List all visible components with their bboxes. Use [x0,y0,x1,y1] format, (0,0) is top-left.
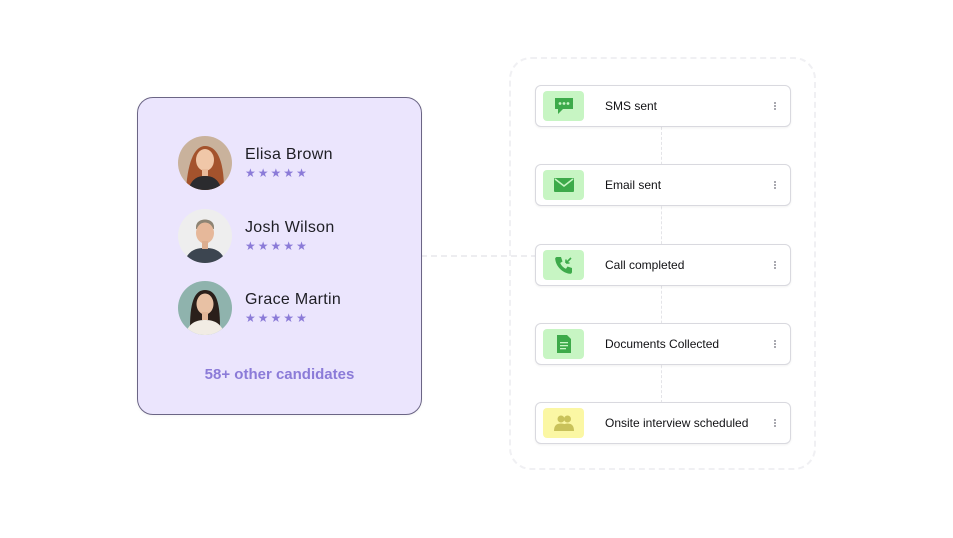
people-icon [543,408,584,438]
candidates-card: Elisa Brown ★ ★ ★ ★ ★ [137,97,422,415]
step-label: SMS sent [605,99,658,113]
star-icon: ★ [245,166,256,180]
kebab-menu-icon[interactable] [769,181,781,189]
star-icon: ★ [257,239,269,253]
candidate-item[interactable]: Josh Wilson ★ ★ ★ ★ ★ [178,209,335,263]
avatar [178,136,232,190]
star-icon: ★ [270,311,282,325]
workflow-step-call[interactable]: Call completed [535,244,791,286]
workflow-step-documents[interactable]: Documents Collected [535,323,791,365]
more-candidates-link[interactable]: 58+ other candidates [204,366,355,383]
workflow-step-sms[interactable]: SMS sent [535,85,791,127]
star-icon: ★ [283,311,295,325]
document-icon [543,329,584,359]
candidate-name: Elisa Brown [245,146,333,163]
candidate-item[interactable]: Grace Martin ★ ★ ★ ★ ★ [178,281,341,335]
star-icon: ★ [283,239,295,253]
star-rating: ★ ★ ★ ★ ★ [245,311,341,325]
candidate-name: Grace Martin [245,291,342,308]
kebab-menu-icon[interactable] [769,419,781,427]
step-label: Email sent [605,178,662,192]
step-label: Call completed [605,258,685,272]
step-label: Documents Collected [605,337,720,351]
star-icon: ★ [257,311,269,325]
star-icon: ★ [245,239,256,253]
step-label: Onsite interview scheduled [605,416,749,430]
kebab-menu-icon[interactable] [769,340,781,348]
star-rating: ★ ★ ★ ★ ★ [245,239,335,253]
candidate-name: Josh Wilson [245,219,335,236]
connector-line [421,255,537,257]
workflow-panel [509,57,816,470]
kebab-menu-icon[interactable] [769,261,781,269]
star-icon: ★ [270,239,282,253]
star-icon: ★ [245,311,256,325]
star-icon: ★ [296,311,307,325]
sms-icon [543,91,584,121]
star-icon: ★ [270,166,282,180]
star-icon: ★ [296,239,307,253]
workflow-step-email[interactable]: Email sent [535,164,791,206]
call-icon [543,250,584,280]
star-icon: ★ [283,166,295,180]
star-icon: ★ [296,166,307,180]
email-icon [543,170,584,200]
kebab-menu-icon[interactable] [769,102,781,110]
candidate-item[interactable]: Elisa Brown ★ ★ ★ ★ ★ [178,136,333,190]
star-rating: ★ ★ ★ ★ ★ [245,166,333,180]
star-icon: ★ [257,166,269,180]
avatar [178,209,232,263]
avatar [178,281,232,335]
workflow-step-interview[interactable]: Onsite interview scheduled [535,402,791,444]
